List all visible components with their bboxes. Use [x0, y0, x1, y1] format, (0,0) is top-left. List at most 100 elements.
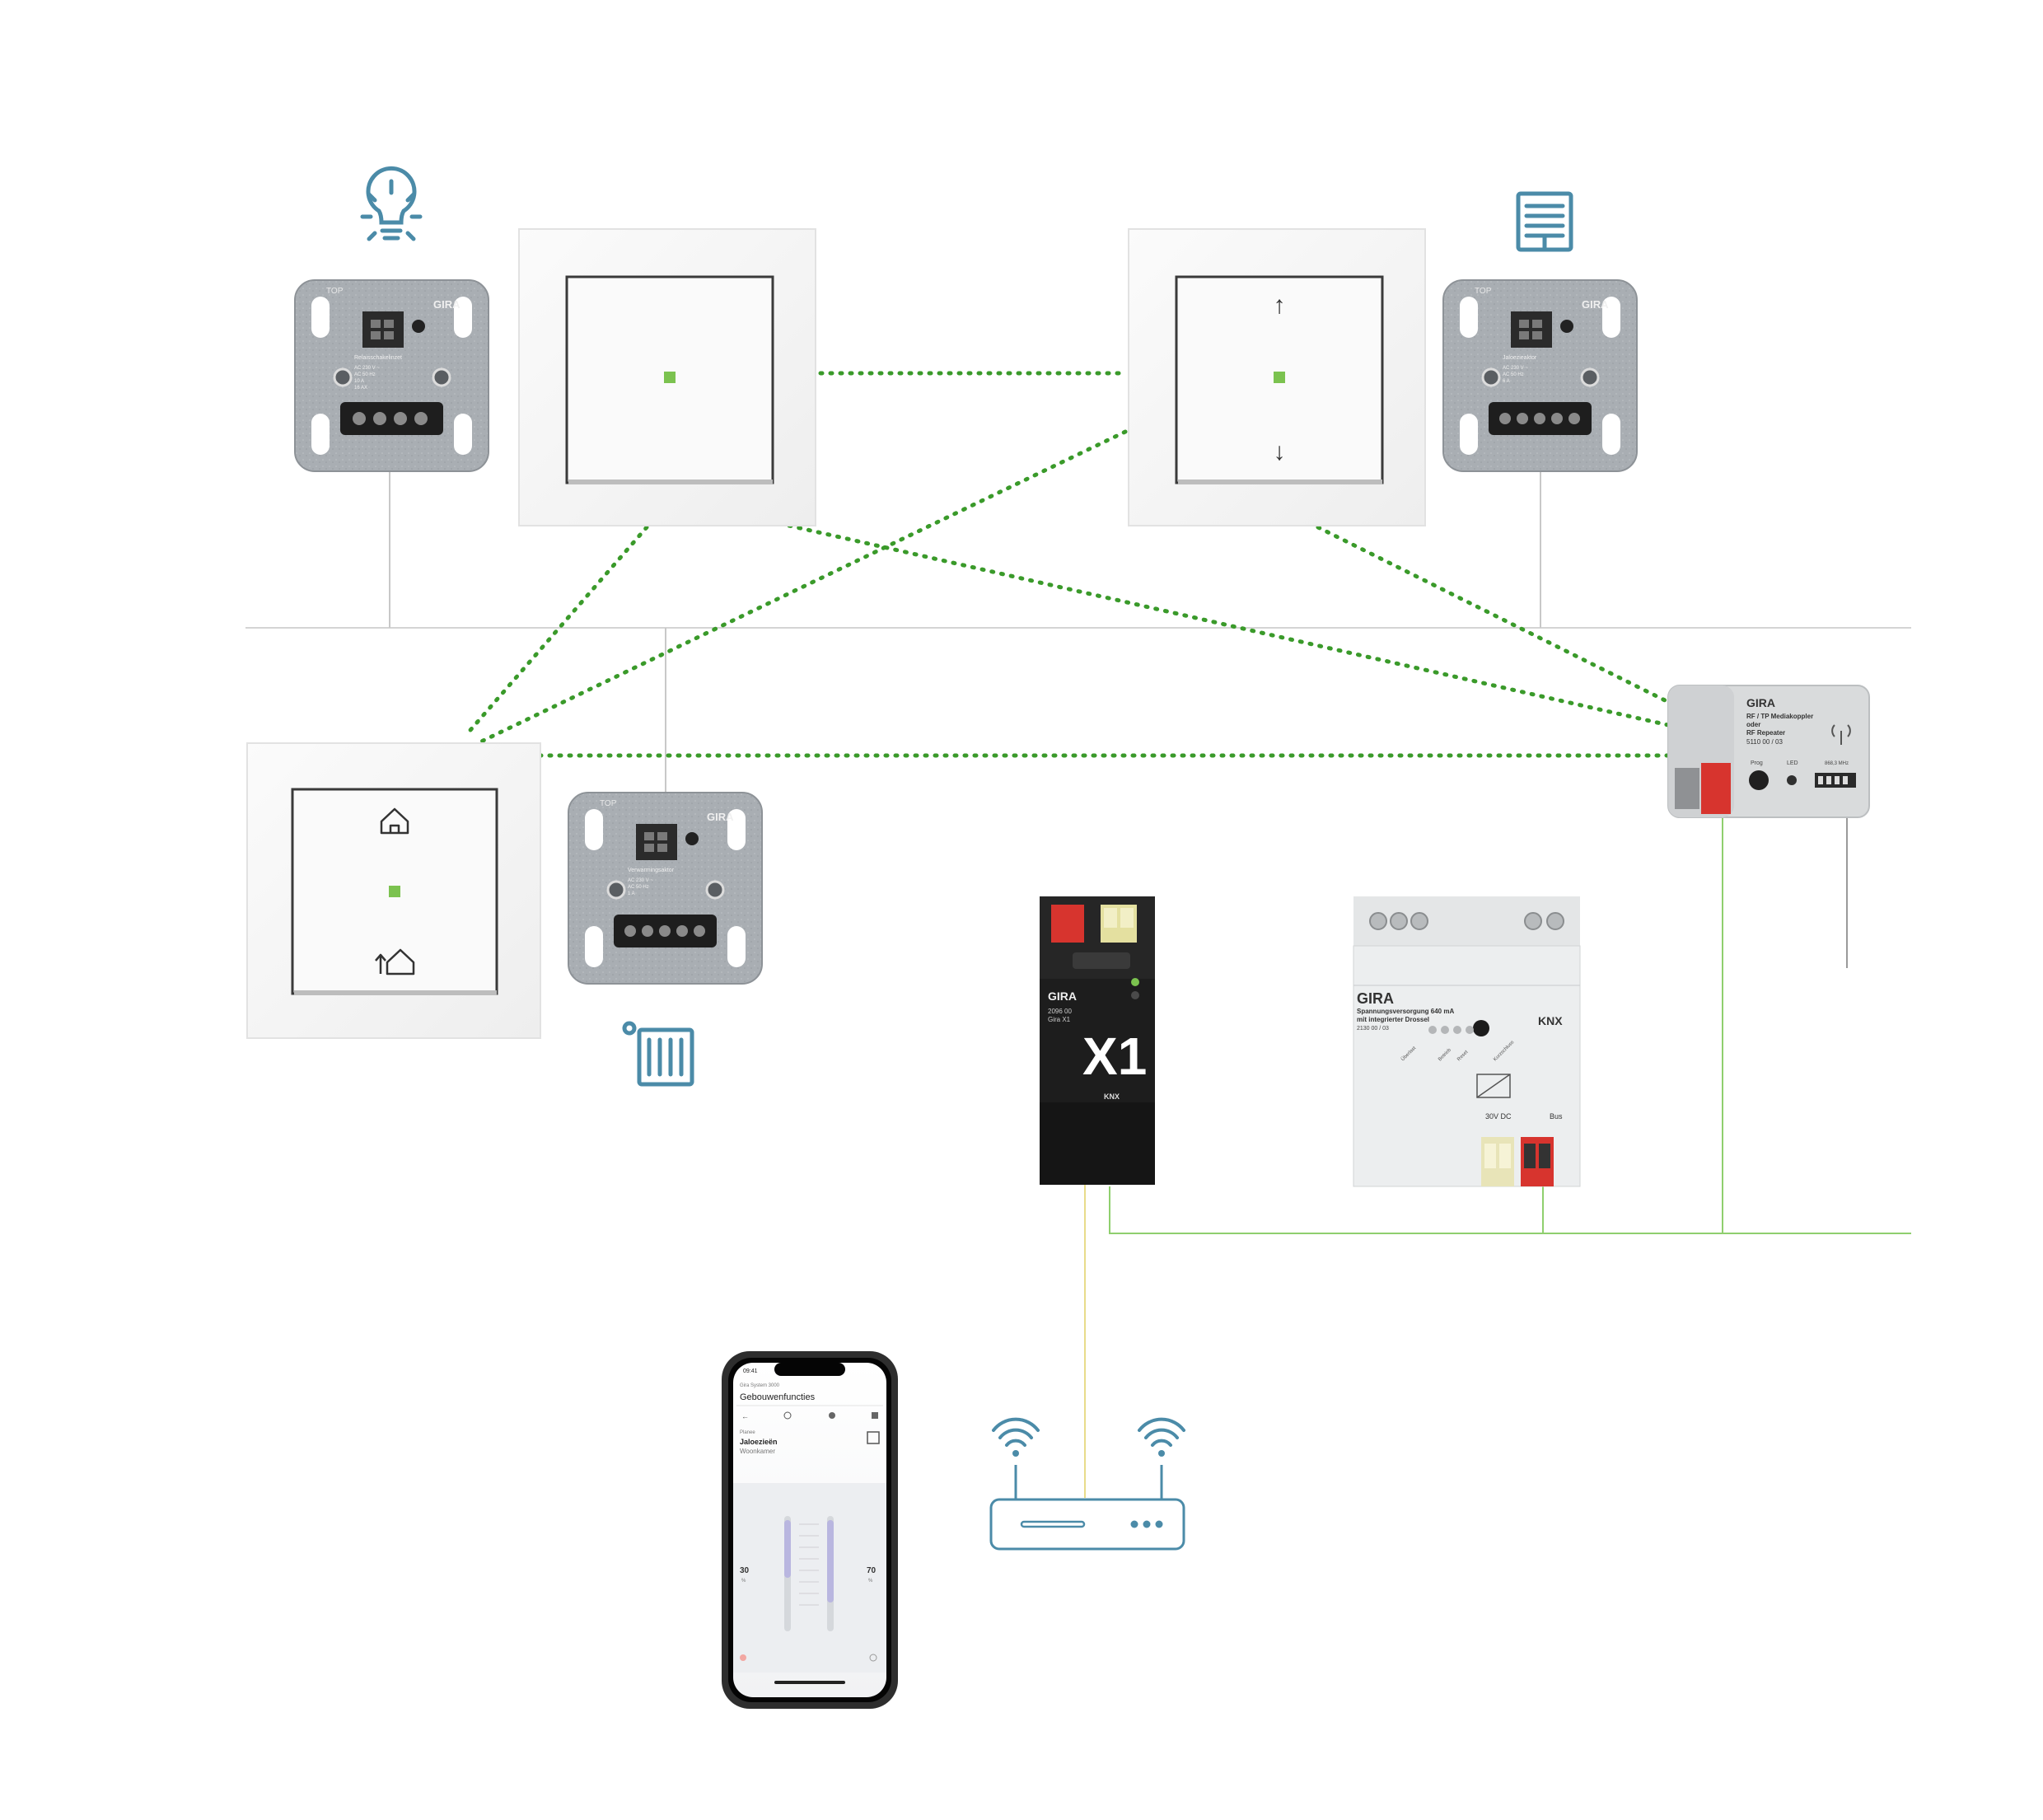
switch-rocker-shadow — [568, 480, 773, 484]
phone-left-unit: % — [741, 1579, 746, 1584]
psu-brand: GIRA — [1357, 990, 1394, 1007]
arrow-up-icon: ↑ — [1274, 292, 1286, 319]
router-slot — [1020, 1520, 1086, 1528]
phone-notch — [774, 1363, 845, 1376]
insert-top-label: TOP — [326, 287, 344, 296]
light-bulb-icon — [360, 166, 423, 241]
relay-insert-light: TOP GIRA Relaisschakelinzet AC 230 V ~ A… — [294, 279, 489, 472]
coupler-line-1: RF / TP Mediakoppler — [1746, 713, 1813, 720]
insert-name: Relaisschakelinzet — [354, 355, 402, 361]
blind-actuator-insert: TOP GIRA Jaloezieaktor AC 230 V ~ AC 50 … — [1442, 279, 1638, 472]
smartphone: 09:41 Gira System 3000 Gebouwenfuncties … — [722, 1351, 898, 1709]
phone-section-label: Planee — [740, 1430, 755, 1435]
insert-spec-4: 16 AX — [354, 386, 367, 391]
x1-name: Gira X1 — [1048, 1016, 1071, 1023]
phone-control-panel — [733, 1483, 886, 1673]
phone-item-title: Jaloezieën — [740, 1438, 778, 1446]
gira-x1-server: GIRA 2096 00 Gira X1 X1 KNX — [1040, 896, 1155, 1185]
phone-home-indicator — [774, 1681, 845, 1684]
phone-app-name: Gira System 3000 — [740, 1383, 780, 1388]
heating-actuator-insert: TOP GIRA Verwarmingsaktor AC 230 V ~ AC … — [568, 792, 763, 985]
router-light — [1130, 1520, 1138, 1528]
phone-settings-icon[interactable] — [829, 1412, 835, 1419]
phone-slider-left-fill — [784, 1520, 791, 1578]
insert-spec-2: AC 50 Hz — [628, 885, 649, 890]
phone-slider-right-fill — [827, 1520, 834, 1602]
coupler-line-3: RF Repeater — [1746, 729, 1785, 737]
insert-name: Verwarmingsaktor — [628, 868, 675, 873]
radiator-icon — [622, 1021, 694, 1087]
wifi-icon — [992, 1417, 1040, 1457]
phone-time: 09:41 — [743, 1369, 758, 1374]
phone-item-subtitle: Woonkamer — [740, 1448, 775, 1455]
coupler-led-label: LED — [1787, 760, 1798, 766]
psu-knx-label: KNX — [1538, 1014, 1563, 1027]
home-icon — [380, 807, 409, 835]
x1-brand: GIRA — [1048, 990, 1077, 1003]
knx-power-supply: GIRA Spannungsversorgung 640 mA mit inte… — [1353, 896, 1581, 1187]
insert-spec-2: AC 50 Hz — [1503, 372, 1524, 377]
insert-spec-1: AC 230 V ~ — [1503, 366, 1528, 371]
x1-knx-label: KNX — [1104, 1092, 1120, 1101]
knx-bus-line — [1109, 1186, 1911, 1234]
router-body — [989, 1498, 1185, 1551]
coupler-brand: GIRA — [1746, 696, 1775, 709]
status-led — [389, 886, 400, 897]
psu-line-3: 2130 00 / 03 — [1357, 1026, 1389, 1032]
status-led — [1274, 372, 1285, 383]
insert-spec-2: AC 50 Hz — [354, 372, 376, 377]
insert-top-label: TOP — [1475, 287, 1492, 296]
phone-refresh-icon[interactable] — [783, 1411, 792, 1420]
rf-tp-media-coupler: GIRA RF / TP Mediakoppler oder RF Repeat… — [1667, 685, 1870, 818]
router-light — [1143, 1520, 1151, 1528]
phone-title: Gebouwenfuncties — [740, 1392, 816, 1402]
switch-rocker[interactable] — [565, 275, 774, 484]
insert-spec-3: 6 A — [1503, 379, 1510, 384]
rf-link-light-switch-home-switch — [463, 525, 649, 738]
arrow-down-icon: ↓ — [1274, 438, 1286, 466]
leave-home-icon — [375, 948, 415, 976]
insert-brand: GIRA — [1582, 298, 1609, 311]
light-switch[interactable] — [518, 228, 816, 526]
status-led — [664, 372, 676, 383]
insert-spec-3: 10 A — [354, 379, 364, 384]
rf-link-blind-switch-home-switch — [475, 429, 1128, 746]
wifi-router — [989, 1417, 1185, 1551]
connection-lines — [245, 371, 1911, 1498]
insert-spec-1: AC 230 V ~ — [628, 878, 653, 883]
phone-menu-icon[interactable] — [872, 1412, 878, 1419]
insert-spec-1: AC 230 V ~ — [354, 366, 380, 371]
psu-bus-label: Bus — [1550, 1112, 1563, 1121]
home-switch[interactable] — [246, 742, 541, 1039]
phone-back-icon[interactable]: ← — [741, 1412, 749, 1420]
psu-line-2: mit integrierter Drossel — [1357, 1016, 1429, 1023]
insert-name: Jaloezieaktor — [1503, 355, 1537, 361]
rf-link-light-switch-coupler — [787, 523, 1671, 728]
psu-line-1: Spannungsversorgung 640 mA — [1357, 1008, 1454, 1015]
phone-power-icon[interactable] — [740, 1654, 746, 1661]
x1-big-label: X1 — [1082, 1027, 1147, 1086]
phone-left-value: 30 — [740, 1566, 750, 1575]
wifi-icon — [1138, 1417, 1185, 1457]
x1-model: 2096 00 — [1048, 1008, 1072, 1015]
coupler-line-2: oder — [1746, 721, 1760, 728]
coupler-line-4: 5110 00 / 03 — [1746, 738, 1783, 746]
psu-voltage-label: 30V DC — [1485, 1112, 1512, 1121]
blind-switch[interactable]: ↑ ↓ — [1128, 228, 1426, 526]
switch-rocker-shadow — [1178, 480, 1382, 484]
rf-link-blind-switch-coupler — [1316, 525, 1671, 704]
router-light — [1155, 1520, 1163, 1528]
phone-right-value: 70 — [867, 1566, 877, 1575]
insert-top-label: TOP — [600, 799, 617, 808]
phone-right-unit: % — [868, 1579, 873, 1584]
blind-icon — [1516, 191, 1573, 252]
coupler-freq-label: 868,3 MHz — [1825, 761, 1849, 766]
switch-rocker-shadow — [294, 990, 497, 995]
phone-blind-icon — [867, 1431, 880, 1444]
insert-brand: GIRA — [433, 298, 460, 311]
insert-spec-3: 1 A — [628, 891, 635, 896]
phone-clock-icon[interactable] — [869, 1654, 877, 1662]
insert-brand: GIRA — [707, 811, 734, 823]
coupler-prog-label: Prog — [1751, 760, 1763, 766]
